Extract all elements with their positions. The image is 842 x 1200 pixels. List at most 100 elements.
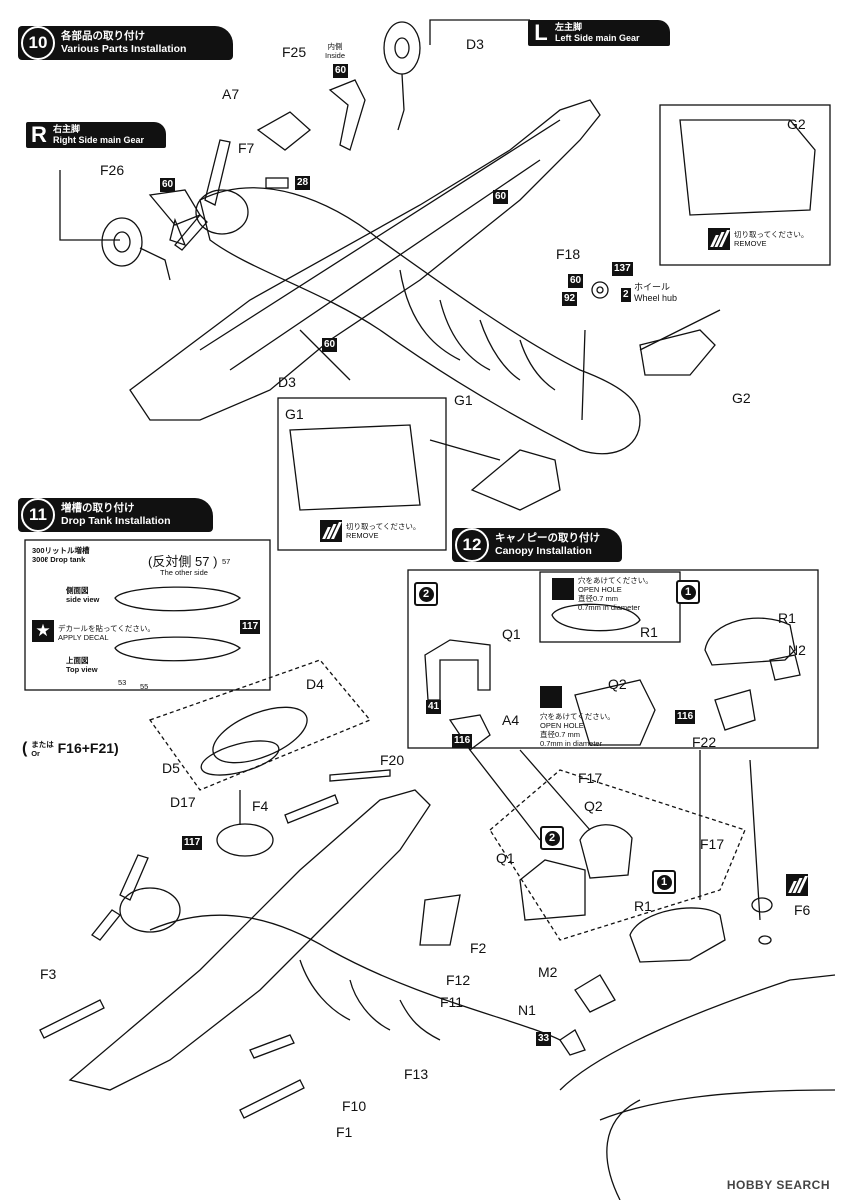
part-label: D3 <box>278 374 296 390</box>
inside-jp: 内側 <box>327 42 343 51</box>
alt-parts-note: ( または Or F16+F21) <box>22 740 119 759</box>
wheel-hub-label: ホイール Wheel hub <box>634 280 677 303</box>
variant-1-marker: 1 <box>652 870 676 894</box>
part-label: G2 <box>787 116 806 132</box>
part-label: F2 <box>470 940 487 956</box>
apply-decal-jp: デカールを貼ってください。 <box>58 624 155 633</box>
remove-en: REMOVE <box>734 239 767 248</box>
variant-2-marker: 2 <box>414 582 438 606</box>
part-label: F26 <box>100 162 125 178</box>
remove-note: 切り取ってください。 REMOVE <box>734 230 808 248</box>
decal-number: 53 <box>118 678 127 687</box>
paint-code: 137 <box>612 262 633 276</box>
other-side-num: 57 <box>194 554 210 569</box>
paint-code: 33 <box>536 1032 552 1046</box>
step-title-en: Drop Tank Installation <box>61 515 171 527</box>
part-label: Q1 <box>496 850 515 866</box>
remove-icon <box>708 228 730 250</box>
wing-outline <box>129 99 601 421</box>
decal-number: 55 <box>140 682 149 691</box>
part-label: R1 <box>778 610 796 626</box>
side-view-label: 側面図 side view <box>66 586 99 604</box>
part-label: F11 <box>440 994 464 1010</box>
paint-code: 116 <box>452 734 473 748</box>
top-view-en: Top view <box>66 665 98 674</box>
step-title-en: Various Parts Installation <box>61 43 187 55</box>
open-hole-diam-en: 0.7mm in diameter <box>540 739 603 748</box>
part-label: D17 <box>170 794 196 810</box>
part-label: F17 <box>700 836 725 852</box>
left-gear-header: L 左主脚 Left Side main Gear <box>528 20 670 46</box>
gear-en: Right Side main Gear <box>53 135 145 145</box>
step-number: 12 <box>455 528 489 562</box>
wheel-hub-number: 2 <box>621 288 631 302</box>
step-title-jp: キャノピーの取り付け <box>495 532 600 544</box>
side-view-en: side view <box>66 595 100 604</box>
gear-jp: 右主脚 <box>53 124 81 134</box>
part-label: R1 <box>634 898 652 914</box>
top-view-label: 上面図 Top view <box>66 656 98 674</box>
part-label: G2 <box>732 390 751 406</box>
open-hole-jp: 穴をあけてください。 <box>540 712 615 721</box>
paint-code: 92 <box>562 292 578 306</box>
variant-1-marker: 1 <box>676 580 700 604</box>
side-view-jp: 側面図 <box>66 586 89 595</box>
gear-letter: L <box>534 20 548 45</box>
alt-prefix-en: Or <box>31 749 40 759</box>
part-label: F7 <box>238 140 255 156</box>
part-label: F25 <box>282 44 307 60</box>
paint-code: 116 <box>675 710 696 724</box>
part-label: Q2 <box>608 676 627 692</box>
right-gear-header: R 右主脚 Right Side main Gear <box>26 122 166 148</box>
paint-code: 41 <box>426 700 442 714</box>
part-label: N1 <box>518 1002 536 1018</box>
fuselage-outline <box>199 187 641 455</box>
open-hole-diam-en: 0.7mm in diameter <box>578 603 641 612</box>
step-title-en: Canopy Installation <box>495 545 592 557</box>
drop-tank-jp: 300リットル増槽 <box>32 546 90 555</box>
part-label: F10 <box>342 1098 367 1114</box>
star-decal-icon: ★ <box>32 620 54 642</box>
part-label: M2 <box>538 964 558 980</box>
top-view-jp: 上面図 <box>66 656 89 665</box>
part-label: F4 <box>252 798 269 814</box>
part-label: G1 <box>285 406 304 422</box>
variant-2-marker: 2 <box>540 826 564 850</box>
wheel-hub-jp: ホイール <box>634 282 671 292</box>
part-label: F12 <box>446 972 471 988</box>
drill-icon <box>540 686 562 708</box>
remove-icon <box>786 874 808 896</box>
alt-prefix-jp: または <box>31 740 54 750</box>
step-10-header: 10 各部品の取り付け Various Parts Installation <box>18 26 233 60</box>
part-label: G1 <box>454 392 473 408</box>
remove-icon <box>320 520 342 542</box>
part-label: Q1 <box>502 626 521 642</box>
step-11-header: 11 増槽の取り付け Drop Tank Installation <box>18 498 213 532</box>
part-label: D5 <box>162 760 180 776</box>
part-label: A7 <box>222 86 240 102</box>
drill-icon <box>552 578 574 600</box>
wheel-hub-en: Wheel hub <box>634 293 678 303</box>
apply-decal-note: デカールを貼ってください。 APPLY DECAL <box>58 624 155 642</box>
alt-parts: F16+F21) <box>57 740 119 756</box>
other-side-note: (反対側 57 ) <box>148 551 217 570</box>
open-hole-note: 穴をあけてください。 OPEN HOLE 直径0.7 mm 0.7mm in d… <box>540 712 615 748</box>
paint-code: 117 <box>240 620 261 634</box>
part-label: N2 <box>788 642 806 658</box>
gear-jp: 左主脚 <box>555 22 583 32</box>
part-label: D3 <box>466 36 484 52</box>
open-hole-jp: 穴をあけてください。 <box>578 576 653 585</box>
other-side-jp: (反対側 <box>148 554 192 569</box>
open-hole-diam-jp: 直径0.7 mm <box>578 594 619 603</box>
inside-label: 内側 Inside <box>325 42 345 60</box>
remove-en: REMOVE <box>346 531 379 540</box>
decal-number: 57 <box>222 557 231 566</box>
wing-outline-2 <box>68 789 431 1091</box>
open-hole-en: OPEN HOLE <box>578 585 622 594</box>
drop-tank-title: 300リットル増槽 300ℓ Drop tank <box>32 546 90 564</box>
inside-en: Inside <box>325 51 346 60</box>
gear-letter: R <box>31 122 47 147</box>
part-label: F18 <box>556 246 581 262</box>
step-title-jp: 各部品の取り付け <box>61 30 145 42</box>
